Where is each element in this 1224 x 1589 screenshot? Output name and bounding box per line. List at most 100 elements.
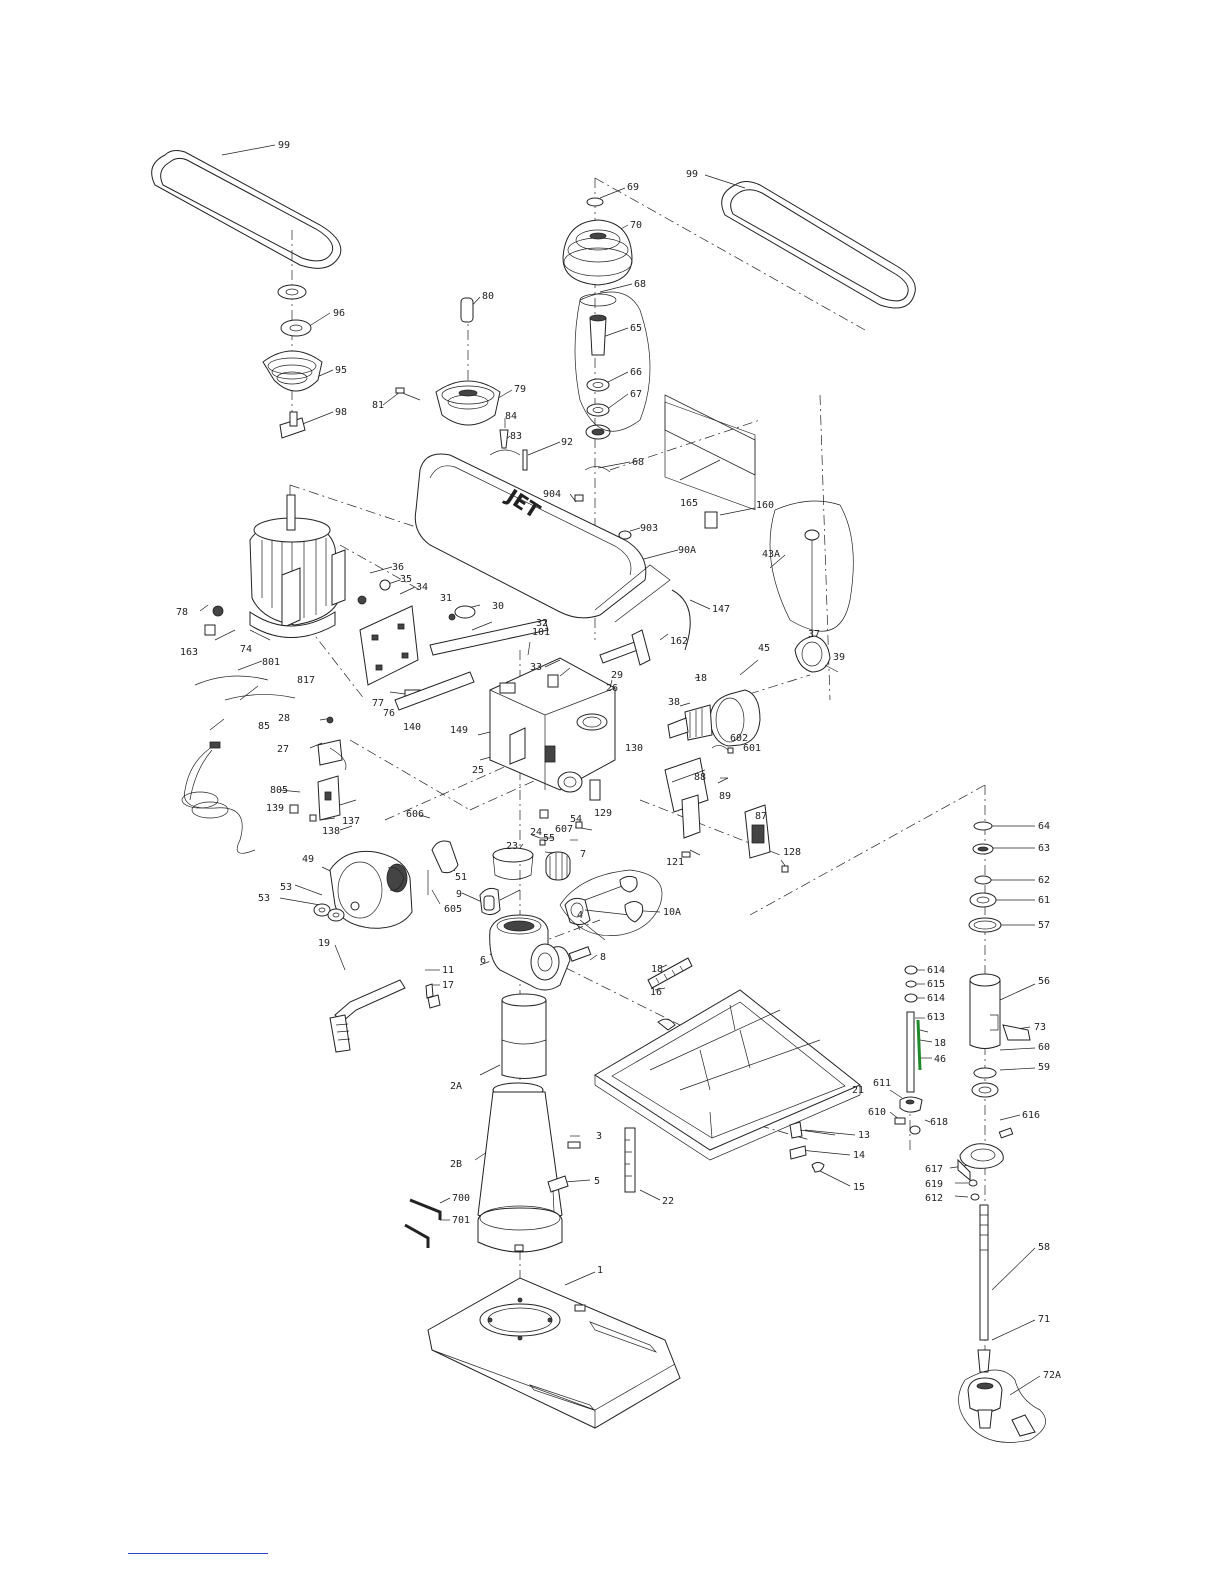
head-casting [489,657,616,801]
callout-121: 121 [666,857,684,868]
callout-66: 66 [630,367,642,378]
callout-64: 64 [1038,821,1050,832]
feed-handles [559,869,663,941]
callout-31: 31 [440,593,452,604]
callout-605: 605 [444,904,462,915]
belt-guard-panel [664,394,756,476]
callout-6: 6 [480,955,486,966]
callout-80: 80 [482,291,494,302]
callout-611: 611 [873,1078,891,1089]
hex-keys [404,1198,442,1248]
drive-belt-right [721,181,916,309]
callout-72a: 72A [1043,1370,1061,1381]
callout-602: 602 [730,733,748,744]
table-crank [329,979,406,1053]
quill-lock-parts [894,1096,1014,1201]
callout-163: 163 [180,647,198,658]
callout-615: 615 [927,979,945,990]
callout-27: 27 [277,744,289,755]
callout-70: 70 [630,220,642,231]
callout-95: 95 [335,365,347,376]
callout-3: 3 [596,1131,602,1142]
callout-616: 616 [1022,1110,1040,1121]
callout-28: 28 [278,713,290,724]
base-column-flange [477,1082,581,1253]
callout-34: 34 [416,582,428,593]
callout-85: 85 [258,721,270,732]
leader-lines [199,144,1041,1396]
callout-69: 69 [627,182,639,193]
depth-rod [904,965,929,1093]
callout-2a: 2A [450,1081,462,1092]
callout-68: 68 [634,279,646,290]
callout-17: 17 [442,980,454,991]
callout-2b: 2B [450,1159,462,1170]
callout-22: 22 [662,1196,674,1207]
callout-903: 903 [640,523,658,534]
quill-stack [968,821,1031,1098]
callout-101: 101 [532,627,550,638]
callout-55: 55 [543,833,555,844]
callout-130: 130 [625,743,643,754]
callout-58: 58 [1038,1242,1050,1253]
callout-606: 606 [406,809,424,820]
callout-99: 99 [686,169,698,180]
base-plate [427,1277,681,1429]
callout-26: 26 [606,683,618,694]
callout-139: 139 [266,803,284,814]
callout-84: 84 [505,411,517,422]
callout-35: 35 [400,574,412,585]
callout-613: 613 [927,1012,945,1023]
callout-54: 54 [570,814,582,825]
callout-39: 39 [833,652,845,663]
callout-140: 140 [403,722,421,733]
callout-619: 619 [925,1179,943,1190]
callout-45: 45 [758,643,770,654]
callout-904: 904 [543,489,561,500]
callout-614: 614 [927,993,945,1004]
callout-14: 14 [853,1150,865,1161]
callout-5: 5 [594,1176,600,1187]
callout-33: 33 [530,662,542,673]
spindle-and-chuck [958,1204,1046,1443]
callout-13: 13 [858,1130,870,1141]
callout-601: 601 [743,743,761,754]
callout-81: 81 [372,400,384,411]
callout-90a: 90A [678,545,696,556]
callout-78: 78 [176,607,188,618]
callout-8: 8 [600,952,606,963]
callout-7: 7 [580,849,586,860]
callout-43a: 43A [762,549,780,560]
spindle-pulley-stack [562,197,651,473]
callout-618: 618 [930,1117,948,1128]
callout-61: 61 [1038,895,1050,906]
callout-83: 83 [510,431,522,442]
callout-149: 149 [450,725,468,736]
callout-38: 38 [668,697,680,708]
callout-labels: 99 99 69 70 68 65 66 67 68 96 95 98 80 7… [176,140,1061,1381]
callout-46: 46 [934,1054,946,1065]
motor [204,494,346,638]
callout-25: 25 [472,765,484,776]
callout-817: 817 [297,675,315,686]
callout-63: 63 [1038,843,1050,854]
callout-23: 23 [506,841,518,852]
callout-18: 18 [695,673,707,684]
callout-77: 77 [372,698,384,709]
callout-129: 129 [594,808,612,819]
callout-56: 56 [1038,976,1050,987]
callout-96: 96 [333,308,345,319]
scale-strip [624,1127,636,1193]
callout-71: 71 [1038,1314,1050,1325]
callout-88: 88 [694,772,706,783]
callout-612: 612 [925,1193,943,1204]
callout-614: 614 [927,965,945,976]
callout-32: 32 [536,618,548,629]
callout-610: 610 [868,1107,886,1118]
callout-801: 801 [262,657,280,668]
callout-128: 128 [783,847,801,858]
callout-18: 18 [934,1038,946,1049]
callout-18: 18 [651,964,663,975]
